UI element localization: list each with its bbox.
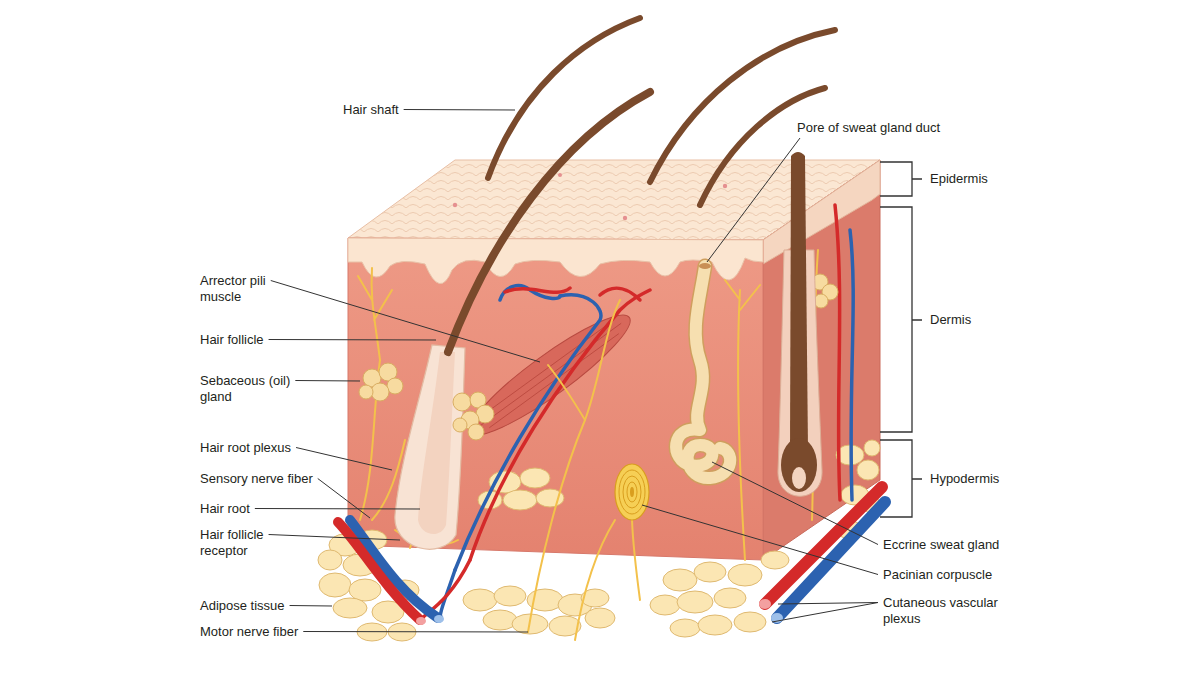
hair-shafts: [448, 18, 835, 352]
nerve-fibers: [358, 250, 818, 640]
leader-line: [255, 508, 420, 510]
part-label: Pacinian corpuscle: [883, 567, 992, 583]
part-label: Dermis: [930, 312, 971, 328]
hair-follicle: [395, 345, 465, 549]
leader-line: [712, 462, 878, 545]
part-label: Sensory nerve fiber: [200, 471, 313, 487]
leader-line: [295, 380, 360, 382]
leader-line: [707, 138, 800, 262]
leader-line: [404, 109, 515, 111]
part-label: Hair follicle receptor: [200, 527, 285, 559]
part-label: Epidermis: [930, 171, 988, 187]
part-label: Pore of sweat gland duct: [797, 120, 940, 136]
part-label: Sebaceous (oil) gland: [200, 373, 305, 405]
leader-line: [290, 605, 332, 607]
leader-line: [271, 281, 540, 363]
leader-line: [269, 535, 400, 541]
part-label: Arrector pili muscle: [200, 273, 290, 305]
leader-line: [303, 631, 528, 633]
dermis-layer: [348, 238, 763, 560]
part-label: Motor nerve fiber: [200, 624, 298, 640]
arrector-pili-muscle: [459, 301, 641, 449]
part-label: Hypodermis: [930, 471, 999, 487]
part-label: Hair shaft: [343, 102, 399, 118]
leader-line: [772, 603, 878, 623]
layer-bracket: [880, 162, 922, 517]
sebaceous-gland: [359, 274, 838, 440]
leader-line: [269, 339, 436, 341]
sweat-gland: [676, 263, 730, 478]
part-label: Hair root: [200, 501, 250, 517]
leader-line: [778, 603, 878, 605]
leader-line: [318, 479, 370, 519]
part-label: Eccrine sweat gland: [883, 537, 999, 553]
pacinian-corpuscle: [615, 464, 649, 520]
leader-line: [296, 448, 392, 471]
hair-follicle-section: [778, 152, 822, 496]
leader-line: [642, 505, 878, 575]
part-label: Hair root plexus: [200, 440, 291, 456]
part-label: Hair follicle: [200, 332, 264, 348]
part-label: Cutaneous vascular plexus: [883, 595, 1008, 627]
part-label: Adipose tissue: [200, 598, 285, 614]
